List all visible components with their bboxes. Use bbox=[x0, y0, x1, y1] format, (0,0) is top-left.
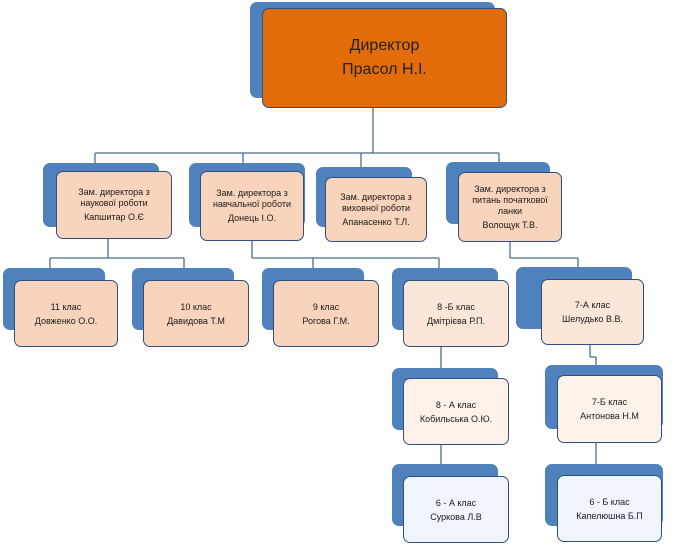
deputy-box-primary: Зам. директора з питань початкової ланки… bbox=[458, 172, 562, 242]
class-teacher: Шелудько В.В. bbox=[562, 314, 623, 324]
class-teacher: Рогова Г.М. bbox=[302, 315, 350, 326]
class-grade: 7-Б клас bbox=[591, 397, 628, 407]
class-grade: 7-А клас bbox=[574, 300, 611, 310]
class-teacher: Антонова Н.М bbox=[580, 411, 639, 421]
class-box-10: 10 клас Давидова Т.М bbox=[143, 280, 249, 347]
class-teacher: Суркова Л.В bbox=[430, 511, 482, 522]
class-grade: 8 -Б клас bbox=[437, 301, 475, 312]
class-box-9: 9 клас Рогова Г.М. bbox=[273, 280, 379, 347]
deputy-title: Зам. директора з виховної роботи bbox=[340, 191, 412, 213]
deputy-title: Зам. директора з навчальної роботи bbox=[212, 188, 292, 209]
class-teacher: Давидова Т.М bbox=[167, 315, 225, 326]
deputy-title: Зам. директора з питань початкової ланки bbox=[472, 183, 548, 216]
class-grade: 10 клас bbox=[180, 301, 212, 312]
class-teacher: Кобильська О.Ю. bbox=[419, 413, 493, 424]
class-teacher: Довженко О.О. bbox=[34, 315, 98, 326]
director-name: Прасол Н.І. bbox=[342, 61, 427, 78]
deputy-box-science: Зам. директора з наукової роботи Капшита… bbox=[56, 171, 172, 239]
deputy-title: Зам. директора з наукової роботи bbox=[78, 187, 150, 208]
class-grade: 6 - А клас bbox=[435, 497, 477, 508]
class-box-6a: 6 - А клас Суркова Л.В bbox=[403, 476, 509, 543]
deputy-name: Донець І.О. bbox=[227, 213, 277, 223]
class-box-7a: 7-А клас Шелудько В.В. bbox=[541, 279, 644, 345]
class-teacher: Капелюшна Б.П bbox=[576, 510, 643, 521]
class-box-6b: 6 - Б клас Капелюшна Б.П bbox=[557, 475, 662, 542]
deputy-name: Апанасенко Т.Л. bbox=[342, 216, 410, 227]
deputy-box-education: Зам. директора з навчальної роботи Донец… bbox=[200, 171, 304, 241]
class-box-8b: 8 -Б клас Дмітрієва Р.П. bbox=[403, 280, 509, 347]
class-teacher: Дмітрієва Р.П. bbox=[427, 315, 485, 326]
deputy-name: Волощук Т.В. bbox=[482, 219, 538, 230]
class-grade: 11 клас bbox=[50, 301, 82, 312]
deputy-name: Капшитар О.Є bbox=[84, 212, 144, 222]
class-grade: 9 клас bbox=[312, 301, 340, 312]
director-box: Директор Прасол Н.І. bbox=[262, 8, 507, 108]
class-grade: 8 - А клас bbox=[435, 399, 477, 410]
class-box-11: 11 клас Довженко О.О. bbox=[14, 280, 118, 347]
class-box-7b: 7-Б клас Антонова Н.М bbox=[557, 375, 662, 443]
deputy-box-upbringing: Зам. директора з виховної роботи Апанасе… bbox=[325, 177, 427, 242]
class-box-8a: 8 - А клас Кобильська О.Ю. bbox=[403, 378, 509, 445]
class-grade: 6 - Б клас bbox=[589, 496, 630, 507]
director-title: Директор bbox=[349, 37, 420, 54]
